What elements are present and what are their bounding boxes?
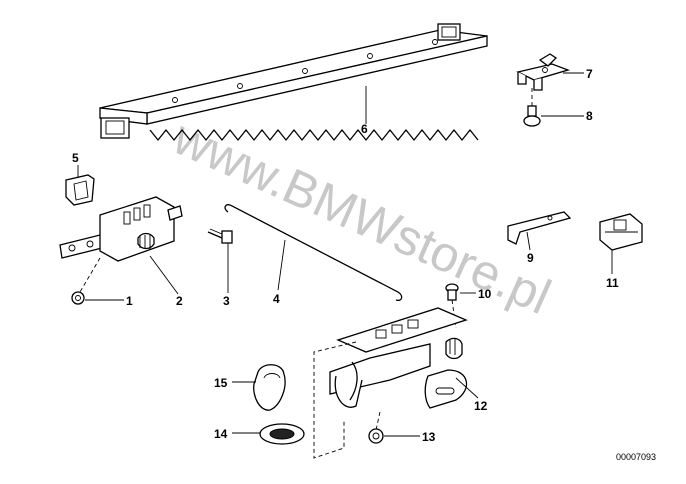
callout-15: 15: [214, 376, 228, 390]
callout-12: 12: [474, 399, 488, 413]
part-15-cap: [232, 364, 286, 411]
callout-13: 13: [422, 430, 436, 444]
part-1-nut: [71, 257, 124, 305]
callout-8: 8: [586, 109, 593, 123]
callout-11: 11: [606, 276, 619, 290]
part-4-rod: [224, 204, 403, 302]
part-2-latch: [59, 196, 183, 295]
part-13-nut: [368, 411, 420, 444]
callout-14: 14: [214, 427, 228, 441]
part-3-bolt: [207, 228, 233, 293]
callout-2: 2: [176, 294, 183, 308]
callout-7: 7: [586, 67, 593, 81]
part-6-seat-rail: [99, 23, 488, 142]
callout-5: 5: [72, 151, 79, 165]
drawing-number: 00007093: [616, 452, 656, 462]
dashed-leader: [313, 341, 357, 459]
callout-10: 10: [478, 287, 492, 301]
callout-6: 6: [361, 122, 368, 136]
part-11-guide: [599, 213, 643, 274]
part-5-clip: [65, 165, 95, 206]
watermark-text: www.BMWstore.pl: [165, 108, 559, 325]
part-10-screw: [445, 283, 476, 329]
part-7-bracket: [516, 53, 584, 91]
callout-9: 9: [527, 251, 534, 265]
part-8-screw: [523, 88, 584, 127]
part-14-grommet: [232, 423, 305, 445]
part-9-clip: [507, 211, 572, 251]
callout-3: 3: [223, 294, 230, 308]
part-12-latch-assembly: [329, 307, 479, 409]
callout-4: 4: [273, 292, 280, 306]
callout-1: 1: [126, 294, 133, 308]
